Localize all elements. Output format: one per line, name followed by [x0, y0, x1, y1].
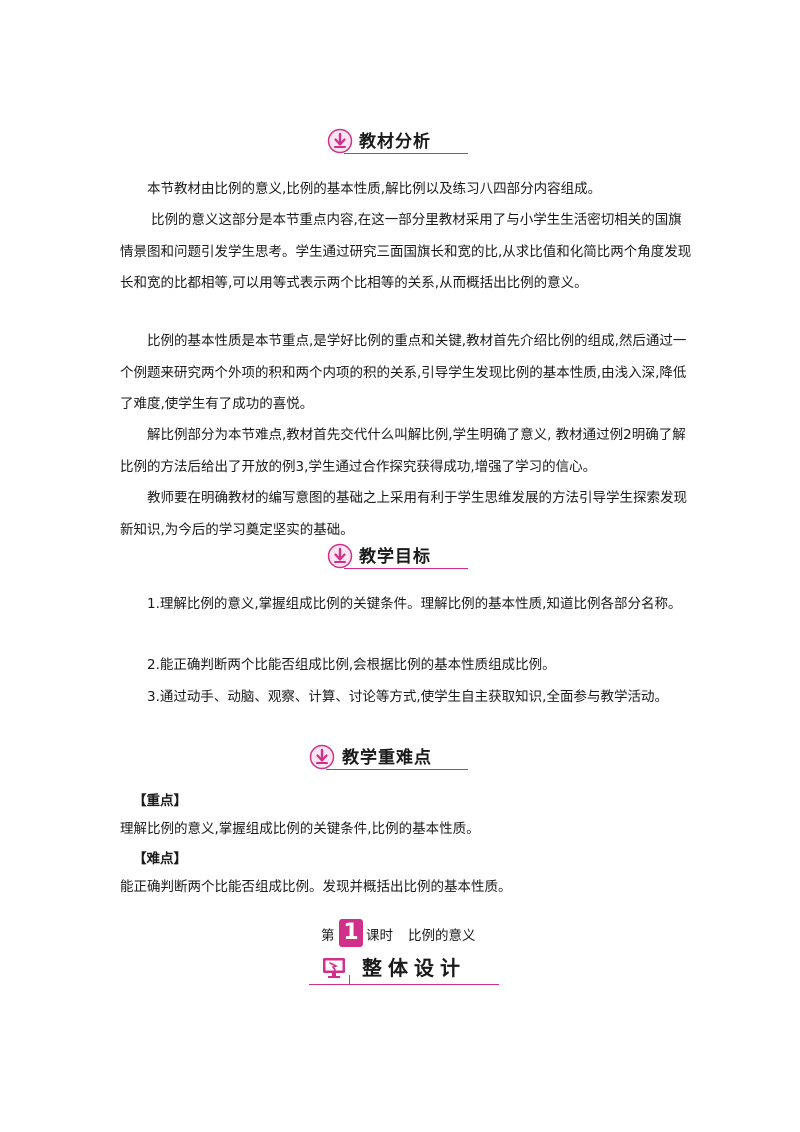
list-item: 1.理解比例的意义,掌握组成比例的关键条件。理解比例的基本性质,知道比例各部分名… — [147, 596, 682, 612]
section-header-keypoints: 教学重难点 — [0, 744, 800, 778]
paragraph: 本节教材由比例的意义,比例的基本性质,解比例以及练习八四部分内容组成。 — [147, 181, 602, 197]
section-underline — [309, 984, 499, 985]
lesson-number-badge: 1 — [339, 919, 363, 947]
section-title: 教学目标 — [359, 547, 431, 567]
section-header-goals: 教学目标 — [0, 543, 800, 577]
section-title: 教学重难点 — [342, 748, 432, 768]
paragraph: 比例的基本性质是本节重点,是学好比例的重点和关键,教材首先介绍比例的组成,然后通… — [120, 333, 687, 412]
section-title: 教材分析 — [359, 132, 431, 152]
paragraph: 教师要在明确教材的编写意图的基础之上采用有利于学生思维发展的方法引导学生探索发现… — [120, 490, 687, 538]
difficult-label: 【难点】 — [133, 851, 187, 867]
key-text: 理解比例的意义,掌握组成比例的关键条件,比例的基本性质。 — [120, 821, 480, 837]
section-underline — [344, 153, 468, 154]
download-arrow-icon — [327, 128, 353, 154]
lesson-heading: 第 1 课时 比例的意义 — [0, 915, 800, 951]
lesson-suffix: 课时 — [366, 928, 393, 944]
difficult-text: 能正确判断两个比能否组成比例。发现并概括出比例的基本性质。 — [120, 879, 512, 895]
download-arrow-icon — [309, 744, 335, 770]
section-header-analysis: 教材分析 — [0, 128, 800, 162]
section-underline — [326, 769, 468, 770]
section-header-design: 整体设计 — [0, 955, 800, 995]
key-label: 【重点】 — [133, 793, 187, 809]
lesson-prefix: 第 — [321, 928, 335, 944]
download-arrow-icon — [327, 543, 353, 569]
paragraph: 解比例部分为本节难点,教材首先交代什么叫解比例,学生明确了意义, 教材通过例2明… — [120, 427, 686, 475]
monitor-icon — [323, 958, 345, 978]
list-item: 3.通过动手、动脑、观察、计算、讨论等方式,使学生自主获取知识,全面参与教学活动… — [147, 689, 668, 705]
section-underline — [344, 568, 468, 569]
list-item: 2.能正确判断两个比能否组成比例,会根据比例的基本性质组成比例。 — [147, 657, 556, 673]
lesson-name: 比例的意义 — [408, 928, 476, 944]
section-title: 整体设计 — [362, 956, 466, 980]
paragraph: 比例的意义这部分是本节重点内容,在这一部分里教材采用了与小学生生活密切相关的国旗… — [120, 212, 692, 291]
underline-tick — [349, 975, 350, 984]
